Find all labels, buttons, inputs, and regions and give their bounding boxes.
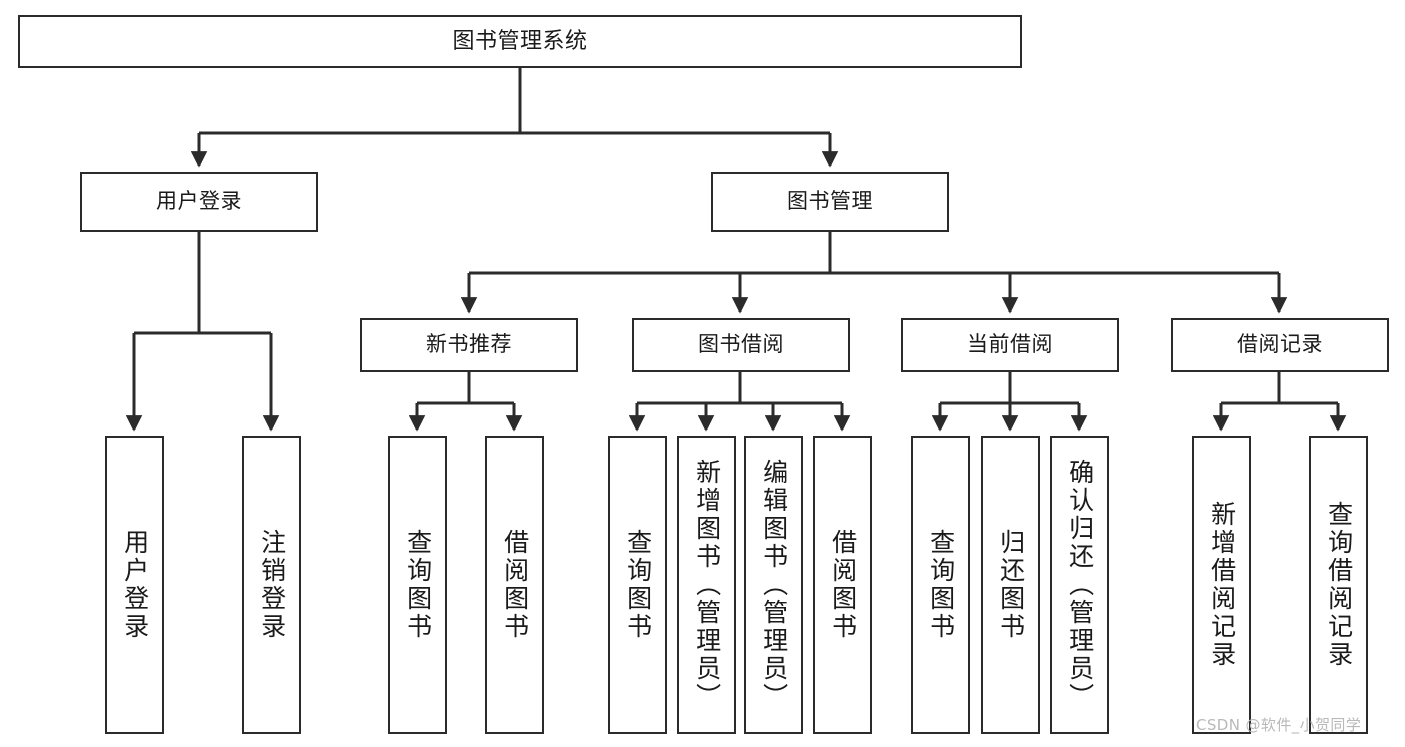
- node-label: 借阅图书: [828, 529, 858, 641]
- connector-current-to-leaves: [931, 372, 1088, 432]
- connector-book-mgmt-to-level3: [460, 232, 1288, 314]
- leaf-borrow-edit-book-admin[interactable]: 编辑图书（管理员）: [744, 436, 803, 734]
- leaf-borrow-add-book-admin[interactable]: 新增图书（管理员）: [677, 436, 736, 734]
- node-label: 当前借阅: [967, 332, 1053, 357]
- node-label: 图书管理系统: [452, 28, 588, 54]
- leaf-user-logout[interactable]: 注销登录: [242, 436, 301, 734]
- node-label: 查询图书: [623, 529, 653, 641]
- node-label: 注销登录: [257, 529, 287, 641]
- leaf-user-login[interactable]: 用户登录: [105, 436, 164, 734]
- node-label: 确认归还（管理员）: [1065, 459, 1095, 711]
- leaf-current-return-books[interactable]: 归还图书: [981, 436, 1040, 734]
- node-label: 用户登录: [120, 529, 150, 641]
- node-label: 查询借阅记录: [1324, 501, 1354, 669]
- leaf-newbook-query-books[interactable]: 查询图书: [388, 436, 447, 734]
- node-label: 新书推荐: [426, 332, 512, 357]
- leaf-current-confirm-return-admin[interactable]: 确认归还（管理员）: [1050, 436, 1109, 734]
- leaf-borrow-query-books[interactable]: 查询图书: [608, 436, 667, 734]
- node-label: 借阅图书: [500, 529, 530, 641]
- node-label: 编辑图书（管理员）: [759, 459, 789, 711]
- node-label: 新增图书（管理员）: [692, 459, 722, 711]
- node-new-book-recommend[interactable]: 新书推荐: [360, 318, 578, 372]
- node-label: 归还图书: [996, 529, 1026, 641]
- connector-new-book-to-leaves: [408, 372, 523, 432]
- node-book-management[interactable]: 图书管理: [711, 172, 949, 232]
- node-root-system[interactable]: 图书管理系统: [18, 15, 1022, 68]
- csdn-watermark: CSDN @软件_小贺同学: [1196, 716, 1362, 734]
- connector-root-to-level2: [190, 68, 839, 168]
- node-user-login[interactable]: 用户登录: [80, 172, 318, 232]
- node-label: 查询图书: [403, 529, 433, 641]
- node-label: 新增借阅记录: [1207, 501, 1237, 669]
- connector-user-login-to-leaves: [125, 232, 280, 432]
- node-borrow-records[interactable]: 借阅记录: [1171, 318, 1389, 372]
- node-label: 用户登录: [156, 189, 242, 214]
- node-label: 图书管理: [787, 189, 873, 214]
- connector-borrow-to-leaves: [628, 372, 851, 432]
- node-label: 借阅记录: [1237, 332, 1323, 357]
- connector-records-to-leaves: [1212, 372, 1347, 432]
- node-label: 图书借阅: [698, 332, 784, 357]
- node-book-borrow[interactable]: 图书借阅: [632, 318, 850, 372]
- node-current-borrow[interactable]: 当前借阅: [901, 318, 1119, 372]
- leaf-records-query-record[interactable]: 查询借阅记录: [1309, 436, 1368, 734]
- leaf-borrow-borrow-books[interactable]: 借阅图书: [813, 436, 872, 734]
- leaf-current-query-books[interactable]: 查询图书: [911, 436, 970, 734]
- node-label: 查询图书: [926, 529, 956, 641]
- leaf-newbook-borrow-books[interactable]: 借阅图书: [485, 436, 544, 734]
- leaf-records-add-record[interactable]: 新增借阅记录: [1192, 436, 1251, 734]
